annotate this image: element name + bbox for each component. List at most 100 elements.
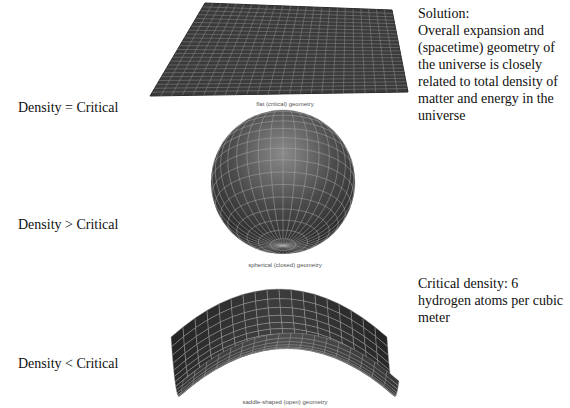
sphere-grid-line xyxy=(237,115,283,245)
saddle-cell xyxy=(270,322,283,329)
sphere-grid-line xyxy=(258,111,283,246)
sphere-body xyxy=(211,110,355,254)
explanation-text: Overall expansion and (spacetime) geomet… xyxy=(418,22,564,124)
sphere-grid-line xyxy=(228,120,283,245)
density-label: Density = Critical xyxy=(18,99,118,116)
geometry-caption: flat (critical) geometry xyxy=(230,101,340,108)
sphere-grid-line xyxy=(271,110,283,111)
grid-line xyxy=(166,68,403,70)
sphere-grid-line xyxy=(283,110,295,111)
sphere-grid-line xyxy=(283,182,355,246)
grid-line xyxy=(333,8,338,93)
sphere-grid-line xyxy=(283,127,345,246)
sphere-grid-line xyxy=(283,210,349,246)
grid-line xyxy=(361,9,365,93)
grid-line xyxy=(161,75,404,77)
saddle-cell xyxy=(326,338,339,347)
grid-line xyxy=(384,10,397,92)
saddle-cell xyxy=(350,348,363,359)
sphere-grid-line xyxy=(221,185,283,221)
grid-line xyxy=(155,85,407,88)
sphere-grid-line xyxy=(283,185,345,221)
sphere-grid-line xyxy=(283,112,317,119)
saddle-surface xyxy=(171,289,399,397)
density-label: Density < Critical xyxy=(18,355,118,372)
sphere xyxy=(211,110,355,254)
sphere-grid-line xyxy=(228,197,283,234)
saddle-cell xyxy=(281,315,294,323)
sphere-grid-line xyxy=(283,157,354,246)
sphere-grid-line xyxy=(221,127,283,246)
saddle-cell xyxy=(268,307,281,316)
sphere-grid-line xyxy=(211,185,283,245)
saddle-cell xyxy=(269,315,282,323)
sphere-grid-line xyxy=(283,226,340,246)
grid-line xyxy=(168,64,402,65)
grid-line xyxy=(157,82,406,85)
sphere-grid-line xyxy=(235,115,283,128)
solution-heading: Solution: xyxy=(418,5,469,22)
sphere-grid-line xyxy=(283,113,319,246)
geometry-caption: saddle-shaped (open) geometry xyxy=(225,399,345,406)
saddle-cell xyxy=(268,299,281,308)
sphere-grid-line xyxy=(271,110,284,245)
saddle-cell xyxy=(282,322,295,329)
geometry-caption: spherical (closed) geometry xyxy=(230,262,340,269)
sphere-grid-line xyxy=(283,140,351,245)
critical-density-note: Critical density: 6 hydrogen atoms per c… xyxy=(418,275,564,326)
grid-line xyxy=(173,57,401,59)
saddle-cell xyxy=(206,354,219,366)
grid-line xyxy=(369,9,376,92)
sphere-grid-line xyxy=(283,246,294,254)
sphere-grid-line xyxy=(283,129,349,153)
sphere-grid-line xyxy=(283,115,329,245)
saddle-cell xyxy=(290,333,303,338)
sphere-grid-line xyxy=(283,120,338,245)
saddle-cell xyxy=(386,371,399,386)
sphere-grid-line xyxy=(283,115,331,128)
sphere-grid-line xyxy=(212,157,283,246)
grid-line xyxy=(353,9,354,93)
sphere-grid-line xyxy=(217,129,283,153)
grid-line xyxy=(311,7,322,93)
saddle-cell xyxy=(278,333,291,338)
sphere-grid-line xyxy=(283,197,338,234)
grid-line xyxy=(344,8,346,93)
grid-line xyxy=(164,72,404,73)
grid-line xyxy=(178,50,401,52)
saddle-cell xyxy=(182,371,195,386)
saddle-cell xyxy=(302,334,315,341)
saddle-cell xyxy=(266,334,279,341)
saddle-cell xyxy=(338,343,351,353)
sphere-grid-line xyxy=(283,239,327,248)
grid-line xyxy=(376,9,386,92)
sphere-grid-line xyxy=(249,112,283,119)
grid-line xyxy=(159,78,405,80)
flat-plane xyxy=(150,3,408,96)
sphere-grid-line xyxy=(283,110,284,246)
grid-line xyxy=(322,8,330,94)
saddle-cell xyxy=(279,289,292,299)
sphere-grid-line xyxy=(283,245,318,249)
grid-line xyxy=(301,7,315,94)
grid-line xyxy=(290,7,307,94)
saddle-cell xyxy=(267,289,280,299)
grid-line xyxy=(175,53,400,54)
sphere-grid-line xyxy=(283,111,308,246)
sphere-grid xyxy=(211,110,355,254)
saddle-cell xyxy=(280,299,293,308)
plane-body xyxy=(150,3,408,96)
grid-line xyxy=(152,89,407,93)
sphere-grid-line xyxy=(283,246,289,254)
saddle-cell xyxy=(280,307,293,316)
saddle-cell xyxy=(230,343,243,353)
saddle-cell xyxy=(314,335,327,343)
density-label: Density > Critical xyxy=(18,216,118,233)
saddle-cell xyxy=(242,338,255,347)
saddle-cell xyxy=(362,354,375,366)
saddle-cell xyxy=(194,362,207,376)
saddle-cell xyxy=(374,362,387,376)
saddle-cell xyxy=(254,335,267,343)
saddle-cell xyxy=(218,348,231,359)
